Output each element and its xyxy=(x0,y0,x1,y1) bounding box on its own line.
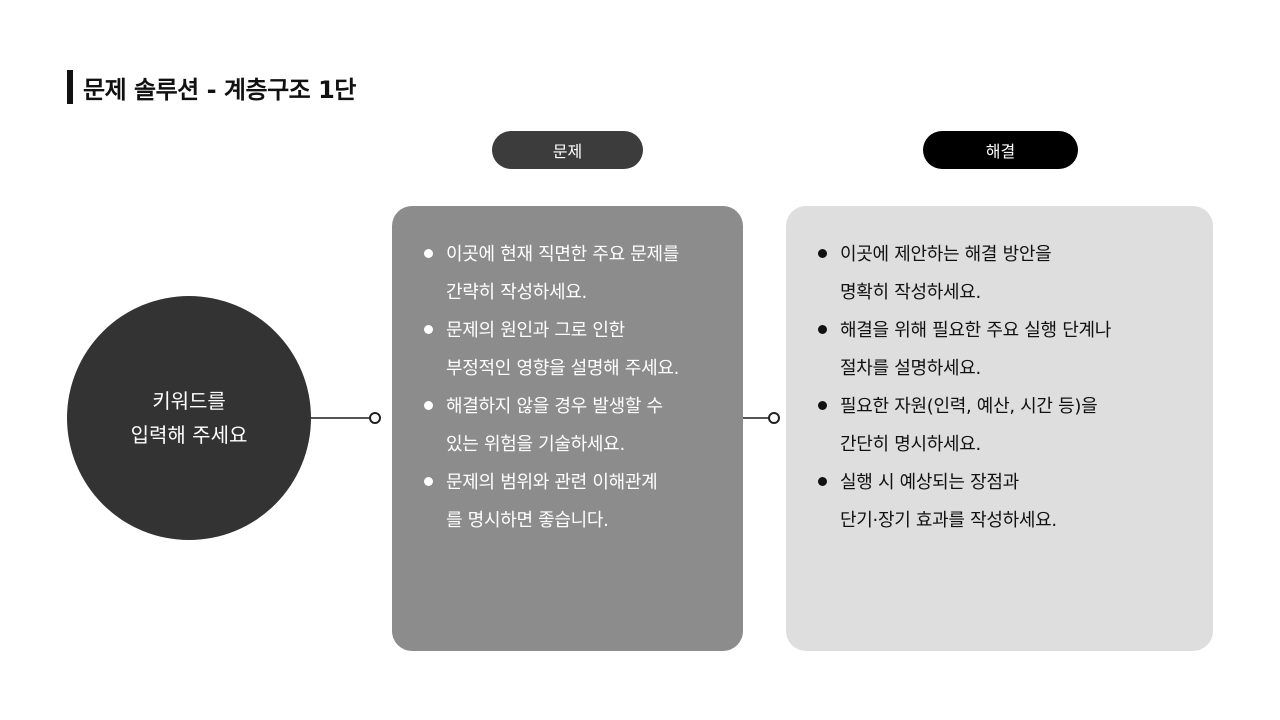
solution-item-line: 실행 시 예상되는 장점과 xyxy=(840,472,1019,493)
problem-item: 해결하지 않을 경우 발생할 수 있는 위험을 기술하세요. xyxy=(422,388,723,464)
solution-item-line: 해결을 위해 필요한 주요 실행 단계나 xyxy=(840,320,1112,341)
connector-line xyxy=(311,417,371,419)
connector-line xyxy=(743,417,770,419)
problem-box: 이곳에 현재 직면한 주요 문제를 간략히 작성하세요. 문제의 원인과 그로 … xyxy=(392,206,743,651)
page-title: 문제 솔루션 - 계층구조 1단 xyxy=(67,70,356,104)
solution-item-line: 단기·장기 효과를 작성하세요. xyxy=(840,510,1057,531)
solution-item: 해결을 위해 필요한 주요 실행 단계나 절차를 설명하세요. xyxy=(816,312,1193,388)
problem-item-line: 문제의 원인과 그로 인한 xyxy=(446,320,625,341)
problem-item-line: 이곳에 현재 직면한 주요 문제를 xyxy=(446,244,680,265)
title-accent-bar xyxy=(67,70,73,104)
bullet-dot xyxy=(818,477,827,486)
solution-box: 이곳에 제안하는 해결 방안을 명확히 작성하세요. 해결을 위해 필요한 주요… xyxy=(786,206,1213,651)
problem-list: 이곳에 현재 직면한 주요 문제를 간략히 작성하세요. 문제의 원인과 그로 … xyxy=(422,236,723,540)
solution-item: 이곳에 제안하는 해결 방안을 명확히 작성하세요. xyxy=(816,236,1193,312)
bullet-dot xyxy=(424,325,433,334)
bullet-dot xyxy=(818,325,827,334)
keyword-circle: 키워드를 입력해 주세요 xyxy=(67,296,311,540)
problem-item-line: 있는 위험을 기술하세요. xyxy=(446,434,625,455)
problem-item: 문제의 범위와 관련 이해관계 를 명시하면 좋습니다. xyxy=(422,464,723,540)
problem-label-pill: 문제 xyxy=(492,131,643,169)
problem-item-line: 를 명시하면 좋습니다. xyxy=(446,510,609,531)
solution-item: 실행 시 예상되는 장점과 단기·장기 효과를 작성하세요. xyxy=(816,464,1193,540)
page-title-text: 문제 솔루션 - 계층구조 1단 xyxy=(83,75,356,104)
solution-item-line: 필요한 자원(인력, 예산, 시간 등)을 xyxy=(840,396,1098,417)
connector-node xyxy=(369,412,381,424)
bullet-dot xyxy=(818,249,827,258)
solution-list: 이곳에 제안하는 해결 방안을 명확히 작성하세요. 해결을 위해 필요한 주요… xyxy=(816,236,1193,540)
keyword-line: 키워드를 xyxy=(152,389,226,413)
solution-item: 필요한 자원(인력, 예산, 시간 등)을 간단히 명시하세요. xyxy=(816,388,1193,464)
bullet-dot xyxy=(424,477,433,486)
bullet-dot xyxy=(818,401,827,410)
problem-item-line: 부정적인 영향을 설명해 주세요. xyxy=(446,358,680,379)
bullet-dot xyxy=(424,401,433,410)
keyword-line: 입력해 주세요 xyxy=(130,423,248,447)
solution-item-line: 간단히 명시하세요. xyxy=(840,434,981,455)
connector-node xyxy=(768,412,780,424)
problem-item-line: 문제의 범위와 관련 이해관계 xyxy=(446,472,658,493)
bullet-dot xyxy=(424,249,433,258)
problem-item: 이곳에 현재 직면한 주요 문제를 간략히 작성하세요. xyxy=(422,236,723,312)
problem-item-line: 간략히 작성하세요. xyxy=(446,282,587,303)
solution-item-line: 명확히 작성하세요. xyxy=(840,282,981,303)
solution-item-line: 절차를 설명하세요. xyxy=(840,358,981,379)
keyword-text: 키워드를 입력해 주세요 xyxy=(131,384,248,452)
problem-item-line: 해결하지 않을 경우 발생할 수 xyxy=(446,396,663,417)
solution-label-pill: 해결 xyxy=(923,131,1078,169)
solution-item-line: 이곳에 제안하는 해결 방안을 xyxy=(840,244,1052,265)
problem-item: 문제의 원인과 그로 인한 부정적인 영향을 설명해 주세요. xyxy=(422,312,723,388)
